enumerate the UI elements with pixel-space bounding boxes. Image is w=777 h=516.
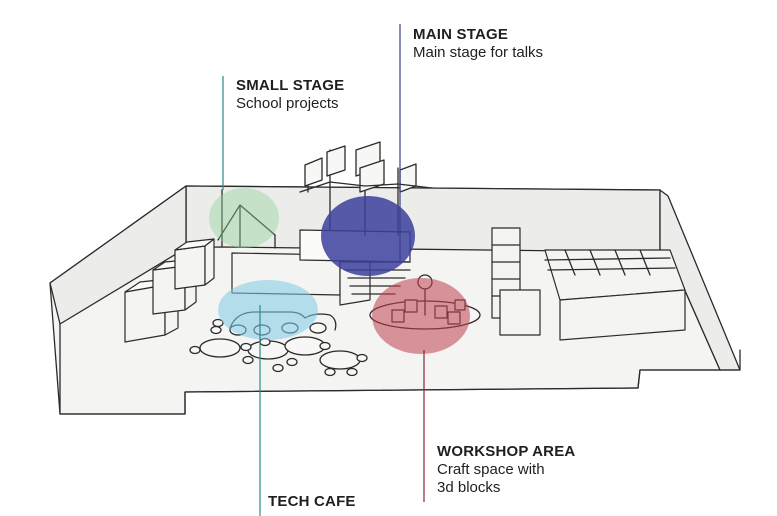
small-stage-zone-highlight — [209, 188, 279, 248]
workshop-area-description-line-2: 3d blocks — [437, 479, 501, 496]
workshop-area-zone-highlight — [372, 278, 470, 354]
main-stage-zone-highlight — [321, 196, 415, 276]
tech-cafe-zone-highlight — [218, 280, 318, 340]
small-stage-description: School projects — [236, 95, 339, 112]
leader-lines — [222, 24, 425, 516]
main-stage-title: MAIN STAGE — [413, 26, 509, 43]
workshop-area-description-line-1: Craft space with — [437, 461, 545, 478]
tech-cafe-furniture — [189, 311, 368, 377]
left-seating-blocks — [124, 238, 215, 343]
workshop-area-label: WORKSHOP AREA Craft space with 3d blocks — [437, 443, 575, 497]
workshop-area-title: WORKSHOP AREA — [437, 443, 576, 460]
tech-cafe-label: TECH CAFE — [268, 493, 356, 511]
main-stage-description: Main stage for talks — [413, 44, 544, 61]
main-stage-label: MAIN STAGE Main stage for talks — [413, 26, 543, 62]
small-stage-label: SMALL STAGE School projects — [236, 77, 344, 113]
tech-cafe-title: TECH CAFE — [268, 493, 356, 510]
small-stage-structure — [217, 189, 276, 249]
small-stage-title: SMALL STAGE — [236, 77, 345, 94]
right-seating-rows — [491, 227, 686, 341]
zone-highlights — [209, 188, 470, 354]
